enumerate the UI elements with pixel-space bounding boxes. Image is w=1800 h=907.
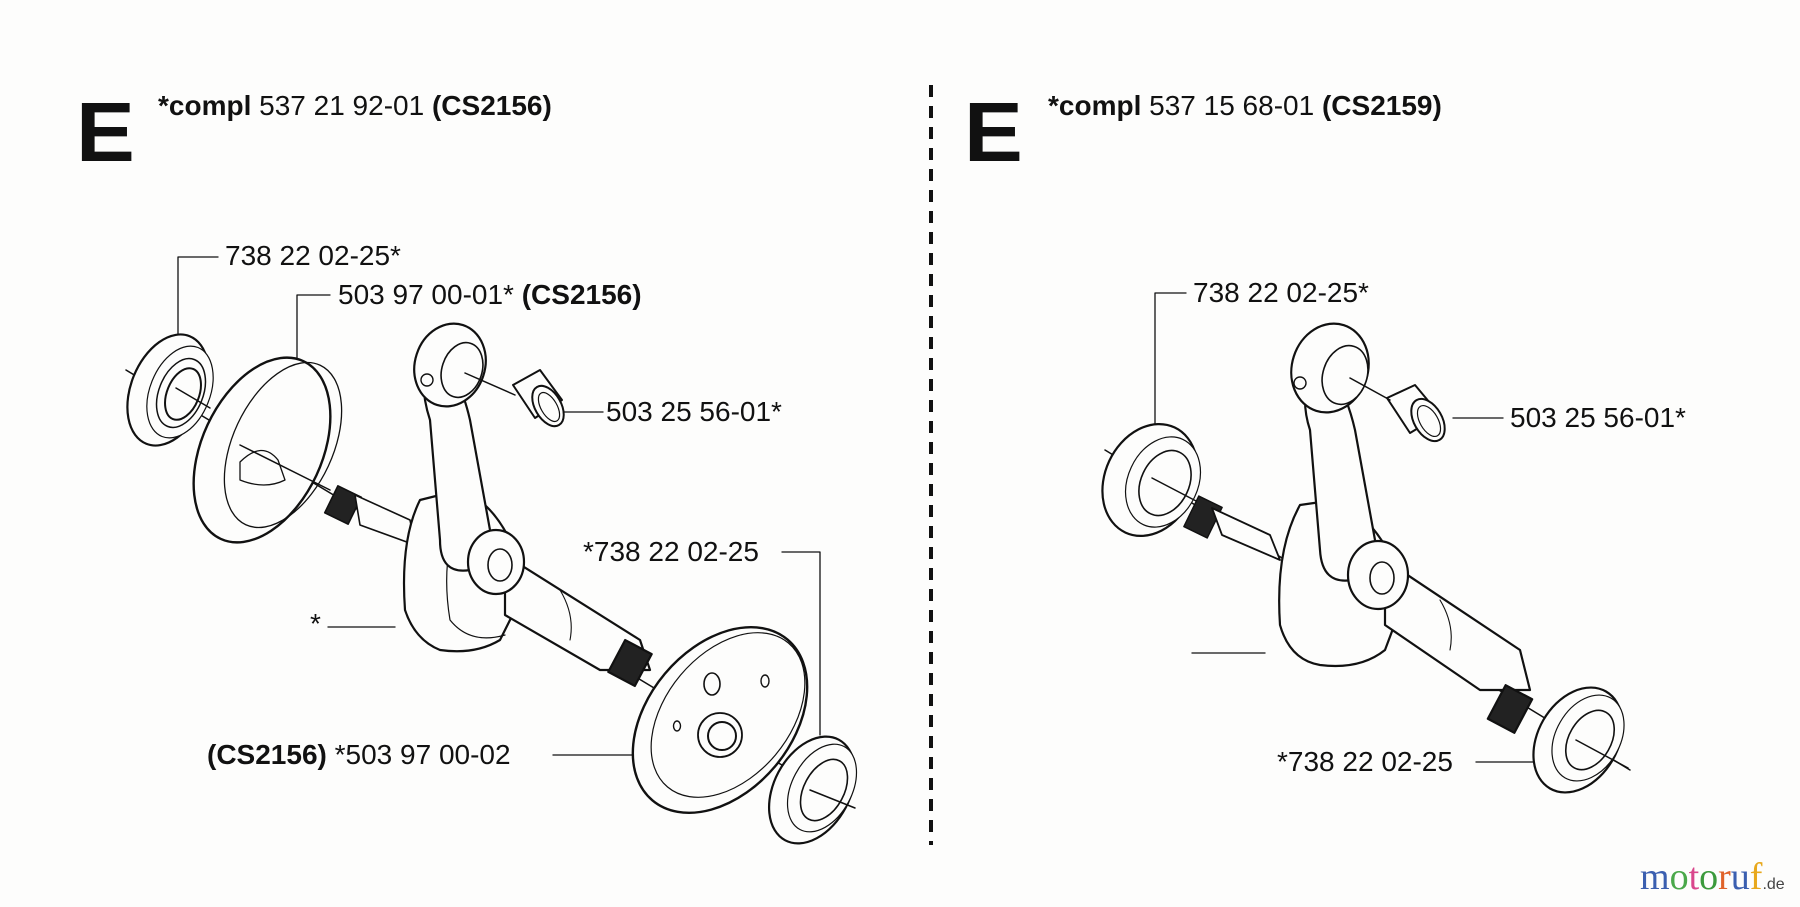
- right-bearing-bottom: [1532, 686, 1629, 794]
- part-label-bearing-738-22-02-25-right[interactable]: 738 22 02-25*: [1193, 279, 1369, 307]
- part-label-crankshaft-asterisk[interactable]: *: [310, 610, 321, 638]
- left-connecting-rod: [413, 322, 526, 596]
- left-crank-web-1: [192, 356, 343, 544]
- part-label-bearing-738-22-02-25[interactable]: 738 22 02-25*: [225, 242, 401, 270]
- part-number: 503 25 56-01*: [1510, 402, 1686, 433]
- part-number: 738 22 02-25*: [225, 240, 401, 271]
- logo-tld: .de: [1762, 876, 1785, 893]
- assembly-title-right: *compl 537 15 68-01 (CS2159): [1048, 92, 1442, 120]
- part-number: 738 22 02-25*: [1193, 277, 1369, 308]
- title-prefix: *compl: [158, 90, 252, 121]
- right-diagram: [1101, 292, 1631, 794]
- motoruf-logo[interactable]: motoruf.de: [1640, 858, 1785, 896]
- part-label-needle-bearing-503-25-56-01-right[interactable]: 503 25 56-01*: [1510, 404, 1686, 432]
- right-bearing-top: [1101, 422, 1202, 538]
- logo-letter: f: [1749, 856, 1763, 898]
- part-number: *738 22 02-25: [583, 536, 759, 567]
- left-thread-stub: [323, 485, 416, 546]
- logo-letter: r: [1718, 856, 1731, 898]
- logo-letter: u: [1730, 856, 1750, 898]
- left-bearing-bottom: [767, 735, 858, 845]
- title-prefix: *compl: [1048, 90, 1142, 121]
- logo-letter: t: [1688, 856, 1700, 898]
- part-label-bearing-738-22-02-25-lower[interactable]: *738 22 02-25: [583, 538, 759, 566]
- logo-letter: o: [1669, 856, 1689, 898]
- right-needle-bearing: [1349, 377, 1446, 443]
- left-bearing-top: [126, 333, 214, 447]
- logo-letter: m: [1640, 856, 1670, 898]
- model-code: (CS2156): [207, 739, 327, 770]
- part-number: 503 25 56-01*: [606, 396, 782, 427]
- left-needle-bearing: [464, 369, 565, 428]
- right-leader-lines: [1154, 292, 1539, 763]
- right-connecting-rod: [1290, 322, 1410, 611]
- left-leader-lines: [177, 256, 821, 756]
- title-part-number: 537 21 92-01: [259, 90, 425, 121]
- logo-letter: o: [1699, 856, 1719, 898]
- part-number: *503 97 00-02: [334, 739, 511, 770]
- title-model: (CS2156): [431, 90, 552, 121]
- part-label-crank-half-503-97-00-01[interactable]: 503 97 00-01* (CS2156): [338, 281, 642, 309]
- model-code: (CS2156): [521, 279, 642, 310]
- title-model: (CS2159): [1321, 90, 1442, 121]
- title-part-number: 537 15 68-01: [1149, 90, 1315, 121]
- part-label-bearing-738-22-02-25-right-lower[interactable]: *738 22 02-25: [1277, 748, 1453, 776]
- part-label-needle-bearing-503-25-56-01[interactable]: 503 25 56-01*: [606, 398, 782, 426]
- assembly-title-left: *compl 537 21 92-01 (CS2156): [158, 92, 552, 120]
- right-crank-body: [1278, 498, 1534, 734]
- part-number: *: [310, 608, 321, 639]
- panel-divider: [929, 85, 933, 845]
- part-label-crank-half-503-97-00-02[interactable]: (CS2156) *503 97 00-02: [207, 741, 511, 769]
- left-diagram: [125, 256, 858, 845]
- part-number: *738 22 02-25: [1277, 746, 1453, 777]
- section-letter-left: E: [76, 85, 135, 179]
- part-number: 503 97 00-01*: [338, 279, 514, 310]
- section-letter-right: E: [964, 85, 1023, 179]
- left-crank-web-2: [631, 626, 809, 814]
